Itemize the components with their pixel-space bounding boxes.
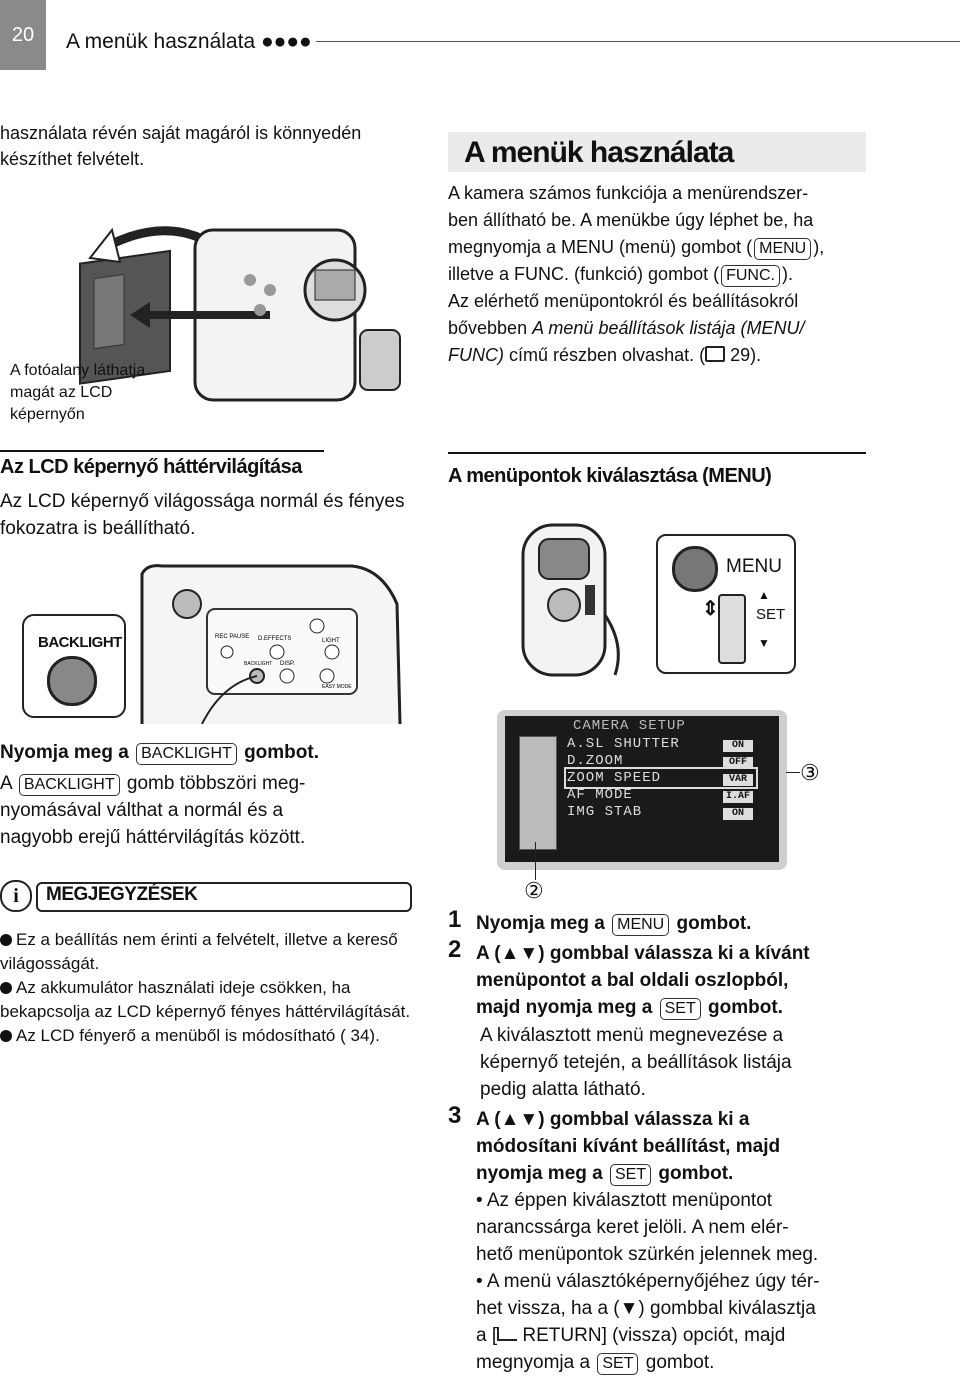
step-2-desc: A kiválasztott menü megnevezése a képern… xyxy=(480,1025,792,1100)
set-label: SET xyxy=(756,606,786,623)
joystick-icon xyxy=(718,594,746,664)
press-instruction: Nyomja meg a BACKLIGHT gombot. xyxy=(0,742,319,765)
press-prefix: Nyomja meg a xyxy=(0,742,129,763)
repeat-line-3: nagyobb erejű háttérvilágítás között. xyxy=(0,827,306,848)
section-title-box: A menük használata xyxy=(448,132,866,172)
bullet-icon xyxy=(0,982,12,994)
menu-callout-label: MENU xyxy=(726,556,782,577)
note-item: Az akkumulátor használati ideje csökken,… xyxy=(0,978,411,1021)
page-number: 20 xyxy=(0,0,46,70)
lcd-value: I.AF xyxy=(723,791,753,803)
lcd-value: VAR xyxy=(723,774,753,786)
step-1: Nyomja meg a MENU gombot. xyxy=(476,913,752,936)
backlight-key-2: BACKLIGHT xyxy=(18,774,120,796)
set-key: SET xyxy=(610,1164,652,1186)
lcd-icon-column xyxy=(519,736,557,850)
menu-key: MENU xyxy=(754,238,812,260)
callout-3: ③ xyxy=(800,760,820,785)
backlight-callout-box: BACKLIGHT xyxy=(22,614,126,718)
note-item: Az LCD fényerő a menüből is módosítható … xyxy=(0,1024,412,1048)
repeat-text: A BACKLIGHT gomb többszöri meg- nyomásáv… xyxy=(0,770,420,851)
notes-title: MEGJEGYZÉSEK xyxy=(46,884,198,905)
camera-label-rec: REC PAUSE xyxy=(215,634,249,640)
repeat-line-2: nyomásával válthat a normál és a xyxy=(0,800,284,821)
repeat-prefix: A xyxy=(0,773,12,794)
callout-line xyxy=(786,772,800,773)
step-number: 3 xyxy=(448,1102,462,1129)
backlight-key: BACKLIGHT xyxy=(136,743,237,765)
lcd-title: CAMERA SETUP xyxy=(573,718,686,734)
bullet-icon xyxy=(0,1030,12,1042)
arrows-icon: ⇕ xyxy=(702,598,719,620)
running-header: A menük használata ●●●● xyxy=(66,30,312,53)
notes-header: i MEGJEGYZÉSEK xyxy=(0,878,412,912)
notes-list: Ez a beállítás nem érinti a felvételt, i… xyxy=(0,928,412,1048)
right-intro: A kamera számos funkciója a menürendszer… xyxy=(448,183,825,365)
intro-text: használata révén saját magáról is könnye… xyxy=(0,123,362,169)
note-item: Ez a beállítás nem érinti a felvételt, i… xyxy=(0,930,398,973)
lcd-item-selected: ZOOM SPEED xyxy=(564,767,758,789)
menu-camera-illustration xyxy=(521,523,620,677)
backlight-camera-illustration: REC PAUSE D.EFFECTS LIGHT BACKLIGHT DISP… xyxy=(140,564,402,724)
bullet-icon xyxy=(0,934,12,946)
camera-label-light: LIGHT xyxy=(322,638,340,644)
subsection-title: A menüpontok kiválasztása (MENU) xyxy=(448,465,772,487)
camera-label-deffects: D.EFFECTS xyxy=(258,636,291,642)
backlight-callout-label: BACKLIGHT xyxy=(38,634,122,651)
lcd-screen: CAMERA SETUP A.SL SHUTTER D.ZOOM ZOOM SP… xyxy=(505,716,779,862)
info-icon: i xyxy=(0,880,32,912)
lcd-bezel: CAMERA SETUP A.SL SHUTTER D.ZOOM ZOOM SP… xyxy=(497,710,787,870)
menu-key-step: MENU xyxy=(612,914,670,936)
step-number: 1 xyxy=(448,906,462,933)
subsection-rule xyxy=(448,452,866,454)
set-key: SET xyxy=(597,1353,639,1375)
backlight-section-body: Az LCD képernyő világossága normál és fé… xyxy=(0,491,405,539)
camera-lcd-illustration xyxy=(79,226,401,402)
step-3: A (▲▼) gombbal válassza ki a módosítani … xyxy=(476,1109,781,1186)
up-arrow-icon: ▲ xyxy=(758,588,770,602)
lcd-value: ON xyxy=(723,740,753,752)
backlight-section-title: Az LCD képernyő háttérvilágítása xyxy=(0,456,302,478)
lcd-item: AF MODE xyxy=(567,787,633,803)
section-rule xyxy=(0,450,324,452)
set-key: SET xyxy=(659,998,701,1020)
image-caption: A fotóalany láthatja magát az LCD képern… xyxy=(10,362,146,423)
lcd-item: A.SL SHUTTER xyxy=(567,736,680,752)
callout-2: ② xyxy=(524,878,544,903)
lcd-value: ON xyxy=(723,808,753,820)
step-number: 2 xyxy=(448,936,462,963)
menu-callout-box: MENU SET ▲ ▼ ⇕ xyxy=(656,534,796,674)
header-rule xyxy=(316,41,960,42)
press-suffix: gombot. xyxy=(244,742,320,763)
notes-title-frame xyxy=(36,882,412,912)
camera-label-easy: EASY MODE xyxy=(322,684,352,690)
callout-line-2 xyxy=(535,842,536,880)
section-title: A menük használata xyxy=(464,136,734,169)
book-icon xyxy=(705,346,726,362)
lcd-value: OFF xyxy=(723,757,753,769)
step-3-bullets: • Az éppen kiválasztott menüpontot naran… xyxy=(476,1190,820,1375)
lcd-item: D.ZOOM xyxy=(567,753,624,769)
camera-label-disp: DISP. xyxy=(280,661,295,667)
repeat-line-1: gomb többszöri meg- xyxy=(126,773,306,794)
lcd-item: IMG STAB xyxy=(567,804,643,820)
menu-button-icon xyxy=(672,546,718,592)
return-icon xyxy=(497,1327,518,1341)
func-key: FUNC. xyxy=(721,265,780,287)
down-arrow-icon: ▼ xyxy=(758,636,770,650)
step-2: A (▲▼) gombbal válassza ki a kívánt menü… xyxy=(476,943,810,1020)
camera-label-backlight: BACKLIGHT xyxy=(244,661,272,667)
backlight-button-icon xyxy=(47,656,97,706)
